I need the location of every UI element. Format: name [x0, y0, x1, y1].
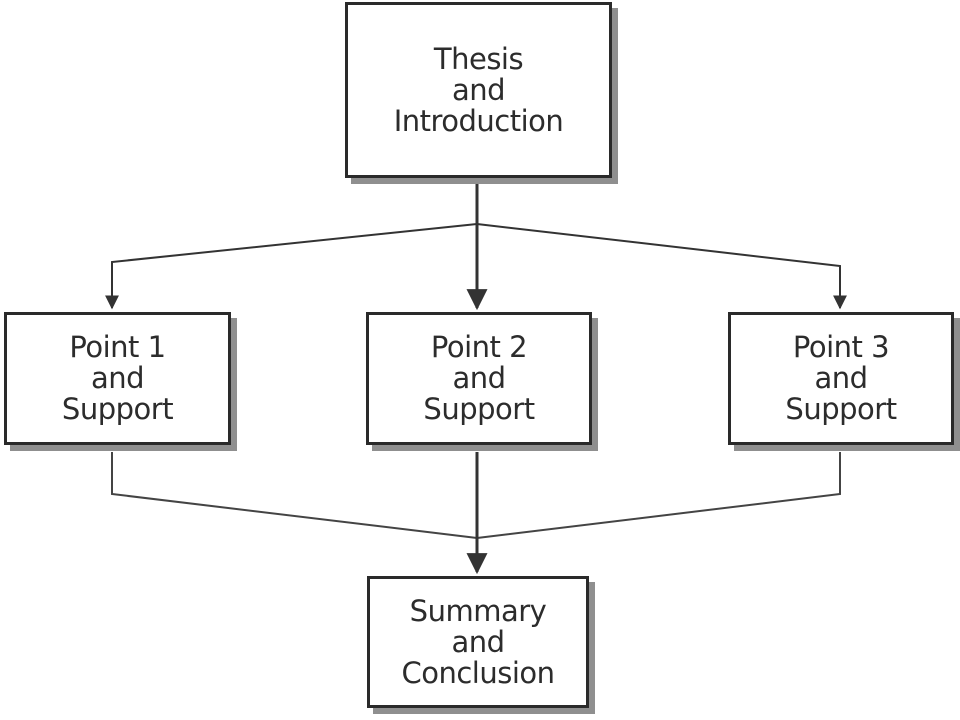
connector-to-point1	[105, 223, 478, 310]
node-point3-support: Point 3 and Support	[728, 312, 954, 445]
node-point3-line3: Support	[785, 392, 897, 426]
node-point3-line2: and	[814, 361, 868, 395]
node-thesis-introduction: Thesis and Introduction	[345, 2, 612, 178]
node-thesis-line2: and	[451, 72, 506, 107]
node-point2-line3: Support	[423, 392, 535, 426]
connector-from-point1	[111, 452, 478, 539]
connector-to-point3	[476, 223, 847, 310]
node-summary-line2: and	[451, 624, 505, 659]
node-point1-line3: Support	[61, 392, 174, 426]
node-point1-line2: and	[90, 361, 145, 395]
node-summary-label: Summary and Conclusion	[401, 593, 555, 690]
node-thesis-line1: Thesis	[433, 41, 524, 76]
node-point1-label: Point 1 and Support	[61, 330, 174, 426]
node-point2-label: Point 2 and Support	[423, 330, 535, 426]
node-point2-support: Point 2 and Support	[366, 312, 592, 445]
node-summary-line1: Summary	[409, 593, 547, 628]
node-point3-line1: Point 3	[792, 330, 890, 364]
node-point2-line1: Point 2	[430, 330, 528, 364]
node-point3-label: Point 3 and Support	[785, 330, 897, 426]
node-summary-line3: Conclusion	[401, 655, 555, 690]
connector-from-point3	[476, 452, 841, 539]
node-summary-conclusion: Summary and Conclusion	[367, 576, 589, 708]
node-thesis-label: Thesis and Introduction	[393, 41, 564, 138]
node-point2-line2: and	[452, 361, 506, 395]
node-thesis-line3: Introduction	[393, 103, 564, 138]
node-point1-line1: Point 1	[69, 330, 166, 364]
node-point1-support: Point 1 and Support	[4, 312, 231, 445]
